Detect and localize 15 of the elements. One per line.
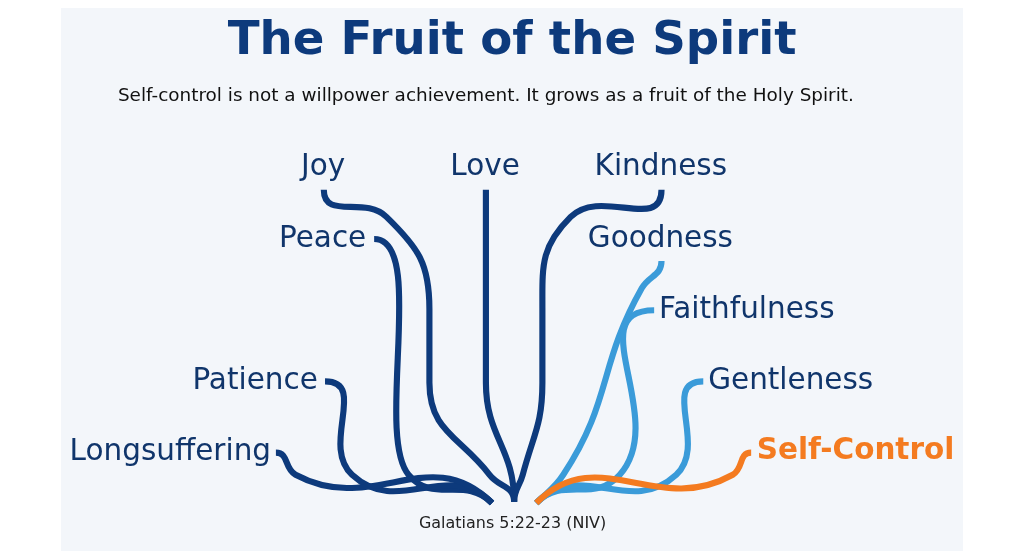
node-text: Joy (301, 148, 346, 183)
node-text: Faithfulness (659, 290, 835, 325)
label: Self-control is not a willpower achievement. It grows as a fruit of the Holy Spirit. (117, 83, 854, 105)
node-text: Goodness (587, 219, 733, 254)
node-text: Peace (278, 219, 367, 254)
diagram-title: The Fruit of the Spirit (227, 11, 797, 66)
node-text: Patience (192, 362, 318, 397)
node-text: Self-Control (756, 432, 955, 467)
connector (534, 449, 752, 506)
node-text: Kindness (594, 148, 728, 183)
node-text: Love (450, 148, 520, 183)
connector (275, 449, 494, 506)
node-text: Longsuffering (69, 433, 272, 468)
node-text: Gentleness (708, 362, 874, 397)
node-text: Galatians 5:22-23 (NIV) (418, 513, 607, 533)
